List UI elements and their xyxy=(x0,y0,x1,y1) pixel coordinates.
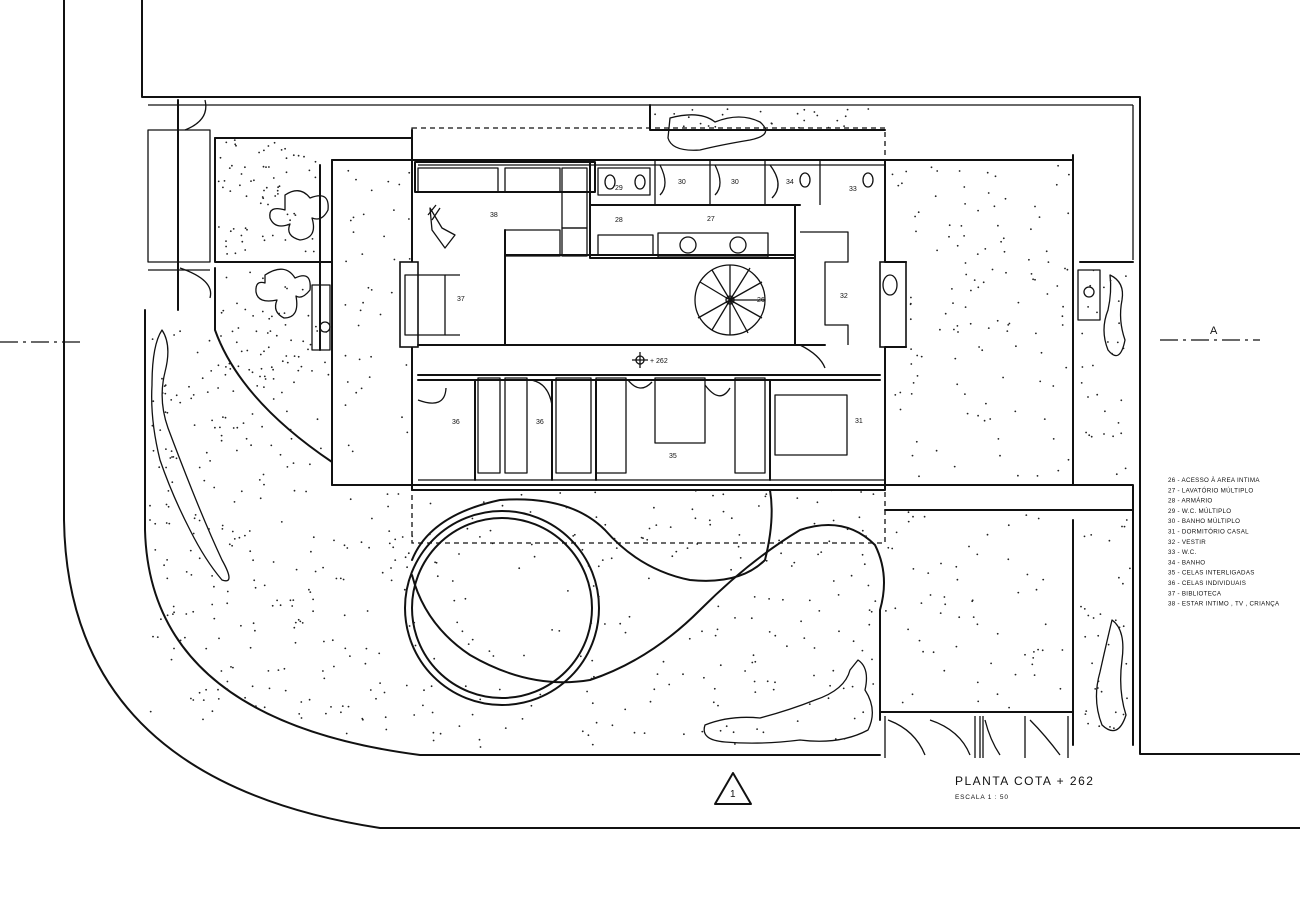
room-number-label: 26 xyxy=(757,297,765,304)
section-line-a: A xyxy=(0,325,1260,343)
legend-entry: 38 - ESTAR INTIMO , TV , CRIANÇA xyxy=(1168,601,1280,608)
legend-entry: 30 - BANHO MÚLTIPLO xyxy=(1168,518,1240,525)
legend-entry: 35 - CELAS INTERLIGADAS xyxy=(1168,570,1255,577)
room-number-label: 38 xyxy=(490,212,498,219)
room-number-label: 27 xyxy=(707,216,715,223)
entrance-gate xyxy=(879,711,1074,758)
room-number-label: 32 xyxy=(840,293,848,300)
legend-entry: 33 - W.C. xyxy=(1168,549,1197,556)
drawing-title: PLANTA COTA + 262 xyxy=(955,774,1094,788)
room-labels: 26 27 28 29 30 30 34 33 32 31 35 36 36 37 38 xyxy=(452,179,863,460)
room-number-label: 36 xyxy=(452,419,460,426)
room-number-label: 30 xyxy=(731,179,739,186)
legend-entry: 29 - W.C. MÚLTIPLO xyxy=(1168,508,1231,515)
room-number-label: 36 xyxy=(536,419,544,426)
level-marker: + 262 xyxy=(632,352,668,368)
room-number-label: 29 xyxy=(615,185,623,192)
legend-entry: 36 - CELAS INDIVIDUAIS xyxy=(1168,580,1246,587)
drawing-scale: ESCALA 1 : 50 xyxy=(955,794,1009,801)
room-number-label: 35 xyxy=(669,453,677,460)
legend-entry: 26 - ACESSO À AREA INTIMA xyxy=(1168,477,1260,484)
legend-entry: 32 - VESTIR xyxy=(1168,539,1206,546)
room-number-label: 28 xyxy=(615,217,623,224)
svg-text:+ 262: + 262 xyxy=(650,358,668,365)
garden-shapes xyxy=(151,114,1127,744)
room-number-label: 34 xyxy=(786,179,794,186)
site-boundary xyxy=(63,0,1300,829)
title-block: PLANTA COTA + 262 ESCALA 1 : 50 xyxy=(955,774,1094,801)
legend-entry: 31 - DORMITÓRIO CASAL xyxy=(1168,529,1249,536)
section-label: A xyxy=(1210,325,1218,337)
legend-entry: 28 - ARMÁRIO xyxy=(1168,498,1213,505)
drawing-reference-triangle: 1 xyxy=(714,772,752,805)
building xyxy=(331,159,907,491)
room-number-label: 33 xyxy=(849,186,857,193)
room-number-label: 31 xyxy=(855,418,863,425)
legend: 26 - ACESSO À AREA INTIMA 27 - LAVATÓRIO … xyxy=(1168,477,1280,608)
legend-entry: 37 - BIBLIOTECA xyxy=(1168,590,1222,597)
legend-entry: 34 - BANHO xyxy=(1168,559,1205,566)
legend-entry: 27 - LAVATÓRIO MÚLTIPLO xyxy=(1168,487,1254,494)
room-number-label: 37 xyxy=(457,296,465,303)
roof-outline xyxy=(411,127,886,544)
svg-text:1: 1 xyxy=(730,789,736,800)
room-number-label: 30 xyxy=(678,179,686,186)
